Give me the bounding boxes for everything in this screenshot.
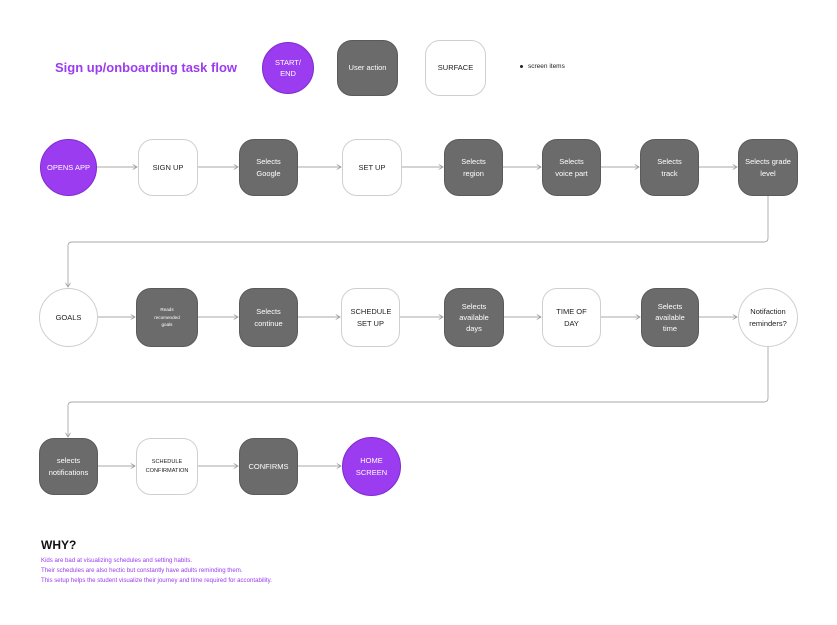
legend-start-end: START/ END xyxy=(262,42,314,94)
node-label: SIGN UP xyxy=(152,162,184,172)
node-selects-notifications: selects notifications xyxy=(39,438,98,495)
node-label: Selects available time xyxy=(655,301,685,334)
node-label: Selects track xyxy=(657,157,682,178)
node-label: Selects region xyxy=(461,157,486,178)
why-heading: WHY? xyxy=(41,538,77,552)
node-time-of-day: TIME OF DAY xyxy=(542,288,601,347)
node-label: OPENS APP xyxy=(47,162,90,172)
node-label: selects notifications xyxy=(48,456,89,477)
node-notification-reminders: Notifaction reminders? xyxy=(738,288,798,347)
node-label: CONFIRMS xyxy=(248,461,289,471)
node-sign-up: SIGN UP xyxy=(138,139,198,196)
node-label: Selects grade level xyxy=(745,157,791,178)
legend-screen-items: screen items xyxy=(520,63,565,70)
node-selects-available-time: Selects available time xyxy=(641,288,699,347)
legend-start-end-label: START/ END xyxy=(275,57,301,78)
node-label: SCHEDULE CONFIRMATION xyxy=(145,459,189,474)
node-reads-recommended-goals: Reads recomended goals xyxy=(136,288,198,347)
node-set-up: SET UP xyxy=(342,139,402,196)
node-label: Selects available days xyxy=(459,301,489,334)
node-selects-track: Selects track xyxy=(640,139,699,196)
legend-user-action: User action xyxy=(337,40,398,96)
node-label: GOALS xyxy=(55,312,82,322)
node-label: SCHEDULE SET UP xyxy=(350,307,392,328)
node-confirms: CONFIRMS xyxy=(239,438,298,495)
arrow-wrap-1 xyxy=(68,196,769,287)
node-label: Selects voice part xyxy=(555,157,588,178)
node-opens-app: OPENS APP xyxy=(40,139,97,196)
node-label: Selects Google xyxy=(256,157,281,178)
page-title: Sign up/onboarding task flow xyxy=(55,60,237,75)
node-goals: GOALS xyxy=(39,288,98,347)
node-schedule-confirmation: SCHEDULE CONFIRMATION xyxy=(136,438,198,495)
arrow-wrap-2 xyxy=(68,346,769,437)
node-selects-continue: Selects continue xyxy=(239,288,298,347)
node-label: HOME SCREEN xyxy=(355,456,388,477)
node-label: Selects continue xyxy=(254,307,283,328)
node-label: Notifaction reminders? xyxy=(749,307,787,328)
why-line: Kids are bad at visualizing schedules an… xyxy=(41,557,193,564)
node-label: Reads recomended goals xyxy=(154,307,180,328)
node-home-screen: HOME SCREEN xyxy=(342,437,401,496)
why-text: Kids are bad at visualizing schedules an… xyxy=(41,556,272,586)
node-label: TIME OF DAY xyxy=(556,307,587,328)
node-selects-google: Selects Google xyxy=(239,139,298,196)
bullet-icon xyxy=(520,64,523,68)
legend-surface-label: SURFACE xyxy=(437,63,474,73)
node-selects-voice-part: Selects voice part xyxy=(542,139,601,196)
legend-screen-items-label: screen items xyxy=(528,63,565,70)
why-line: This setup helps the student visualize t… xyxy=(41,577,272,584)
node-label: SET UP xyxy=(358,162,386,172)
node-schedule-set-up: SCHEDULE SET UP xyxy=(341,288,400,347)
node-selects-region: Selects region xyxy=(444,139,503,196)
node-selects-available-days: Selects available days xyxy=(444,288,504,347)
node-selects-grade-level: Selects grade level xyxy=(738,139,798,196)
why-line: Their schedules are also hectic but cons… xyxy=(41,567,243,574)
legend-user-action-label: User action xyxy=(348,63,387,73)
legend-surface: SURFACE xyxy=(425,40,486,96)
